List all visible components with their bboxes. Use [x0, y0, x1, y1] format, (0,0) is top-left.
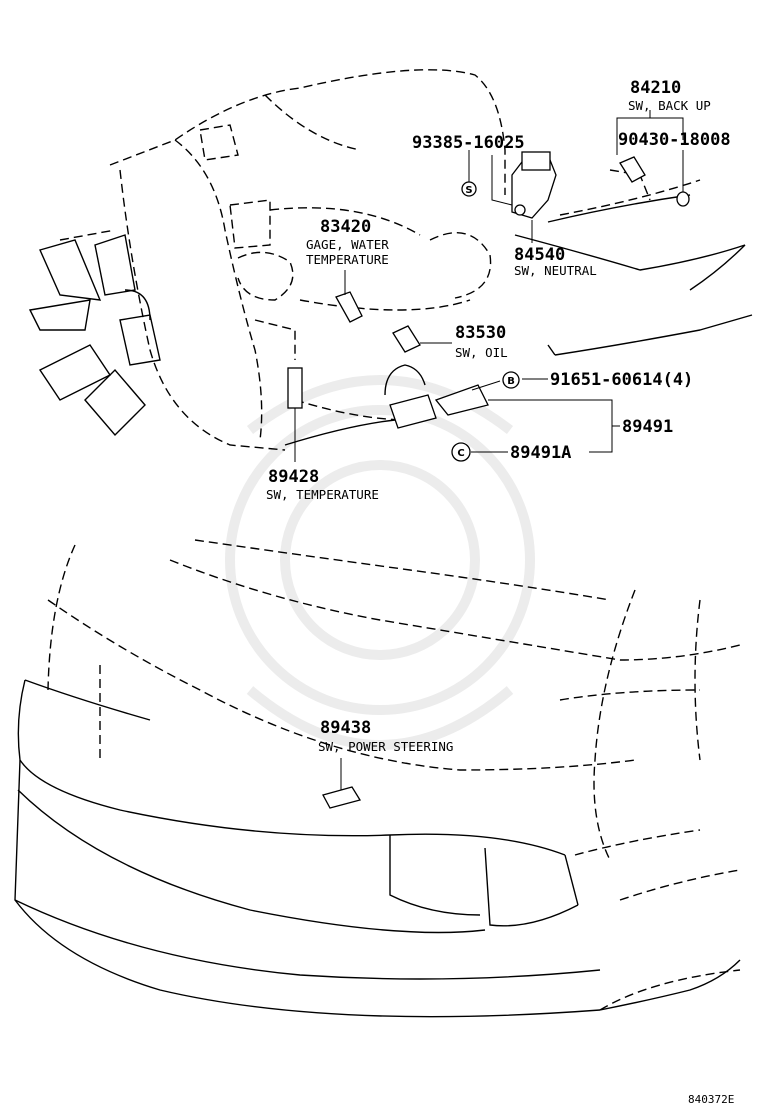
label-89428-number[interactable]: 89428 [268, 467, 319, 487]
part-83420-water-temp-gage[interactable] [335, 291, 363, 323]
label-89491-number[interactable]: 89491 [622, 417, 673, 437]
part-90430-gasket[interactable] [676, 191, 690, 207]
label-83420-name-line1: GAGE, WATER [306, 237, 389, 252]
label-84540-number[interactable]: 84540 [514, 245, 565, 265]
part-83530-oil-switch[interactable] [392, 325, 421, 353]
part-89438-power-steering-switch[interactable] [322, 786, 362, 809]
symbol-s-93385: S [461, 181, 477, 197]
engine-outline [109, 69, 701, 451]
label-84210-number[interactable]: 84210 [630, 78, 681, 98]
part-89491-sensor[interactable] [389, 384, 489, 429]
part-84210-back-up-switch[interactable] [619, 156, 646, 183]
svg-text:B: B [507, 376, 515, 387]
part-89428-temperature-switch[interactable] [287, 367, 303, 409]
label-89438-number[interactable]: 89438 [320, 718, 371, 738]
diagram-reference-code: 840372E [688, 1093, 734, 1106]
label-83420-name-line2: TEMPERATURE [306, 252, 389, 267]
label-89428-name: SW, TEMPERATURE [266, 487, 379, 502]
symbol-c-89491a: C [451, 442, 471, 462]
transmission-outline [284, 194, 753, 446]
label-83420-number[interactable]: 83420 [320, 217, 371, 237]
cooling-fan [28, 229, 161, 437]
label-83530-name: SW, OIL [455, 345, 508, 360]
leader-lines [294, 110, 684, 790]
label-91651-number[interactable]: 91651-60614(4) [550, 370, 693, 390]
car-front-outline [14, 539, 741, 1018]
label-84540-name: SW, NEUTRAL [514, 263, 597, 278]
label-83530-number[interactable]: 83530 [455, 323, 506, 343]
part-84540-neutral-switch[interactable] [511, 151, 557, 219]
svg-text:C: C [457, 448, 464, 459]
watermark-emblem [225, 375, 535, 750]
label-90430-number[interactable]: 90430-18008 [618, 130, 731, 150]
svg-text:S: S [465, 185, 472, 196]
label-89491a-number[interactable]: 89491A [510, 443, 571, 463]
label-84210-name: SW, BACK UP [628, 98, 711, 113]
label-89438-name: SW, POWER STEERING [318, 739, 453, 754]
symbol-b-91651: B [502, 371, 520, 389]
label-93385-number[interactable]: 93385-16025 [412, 133, 525, 153]
